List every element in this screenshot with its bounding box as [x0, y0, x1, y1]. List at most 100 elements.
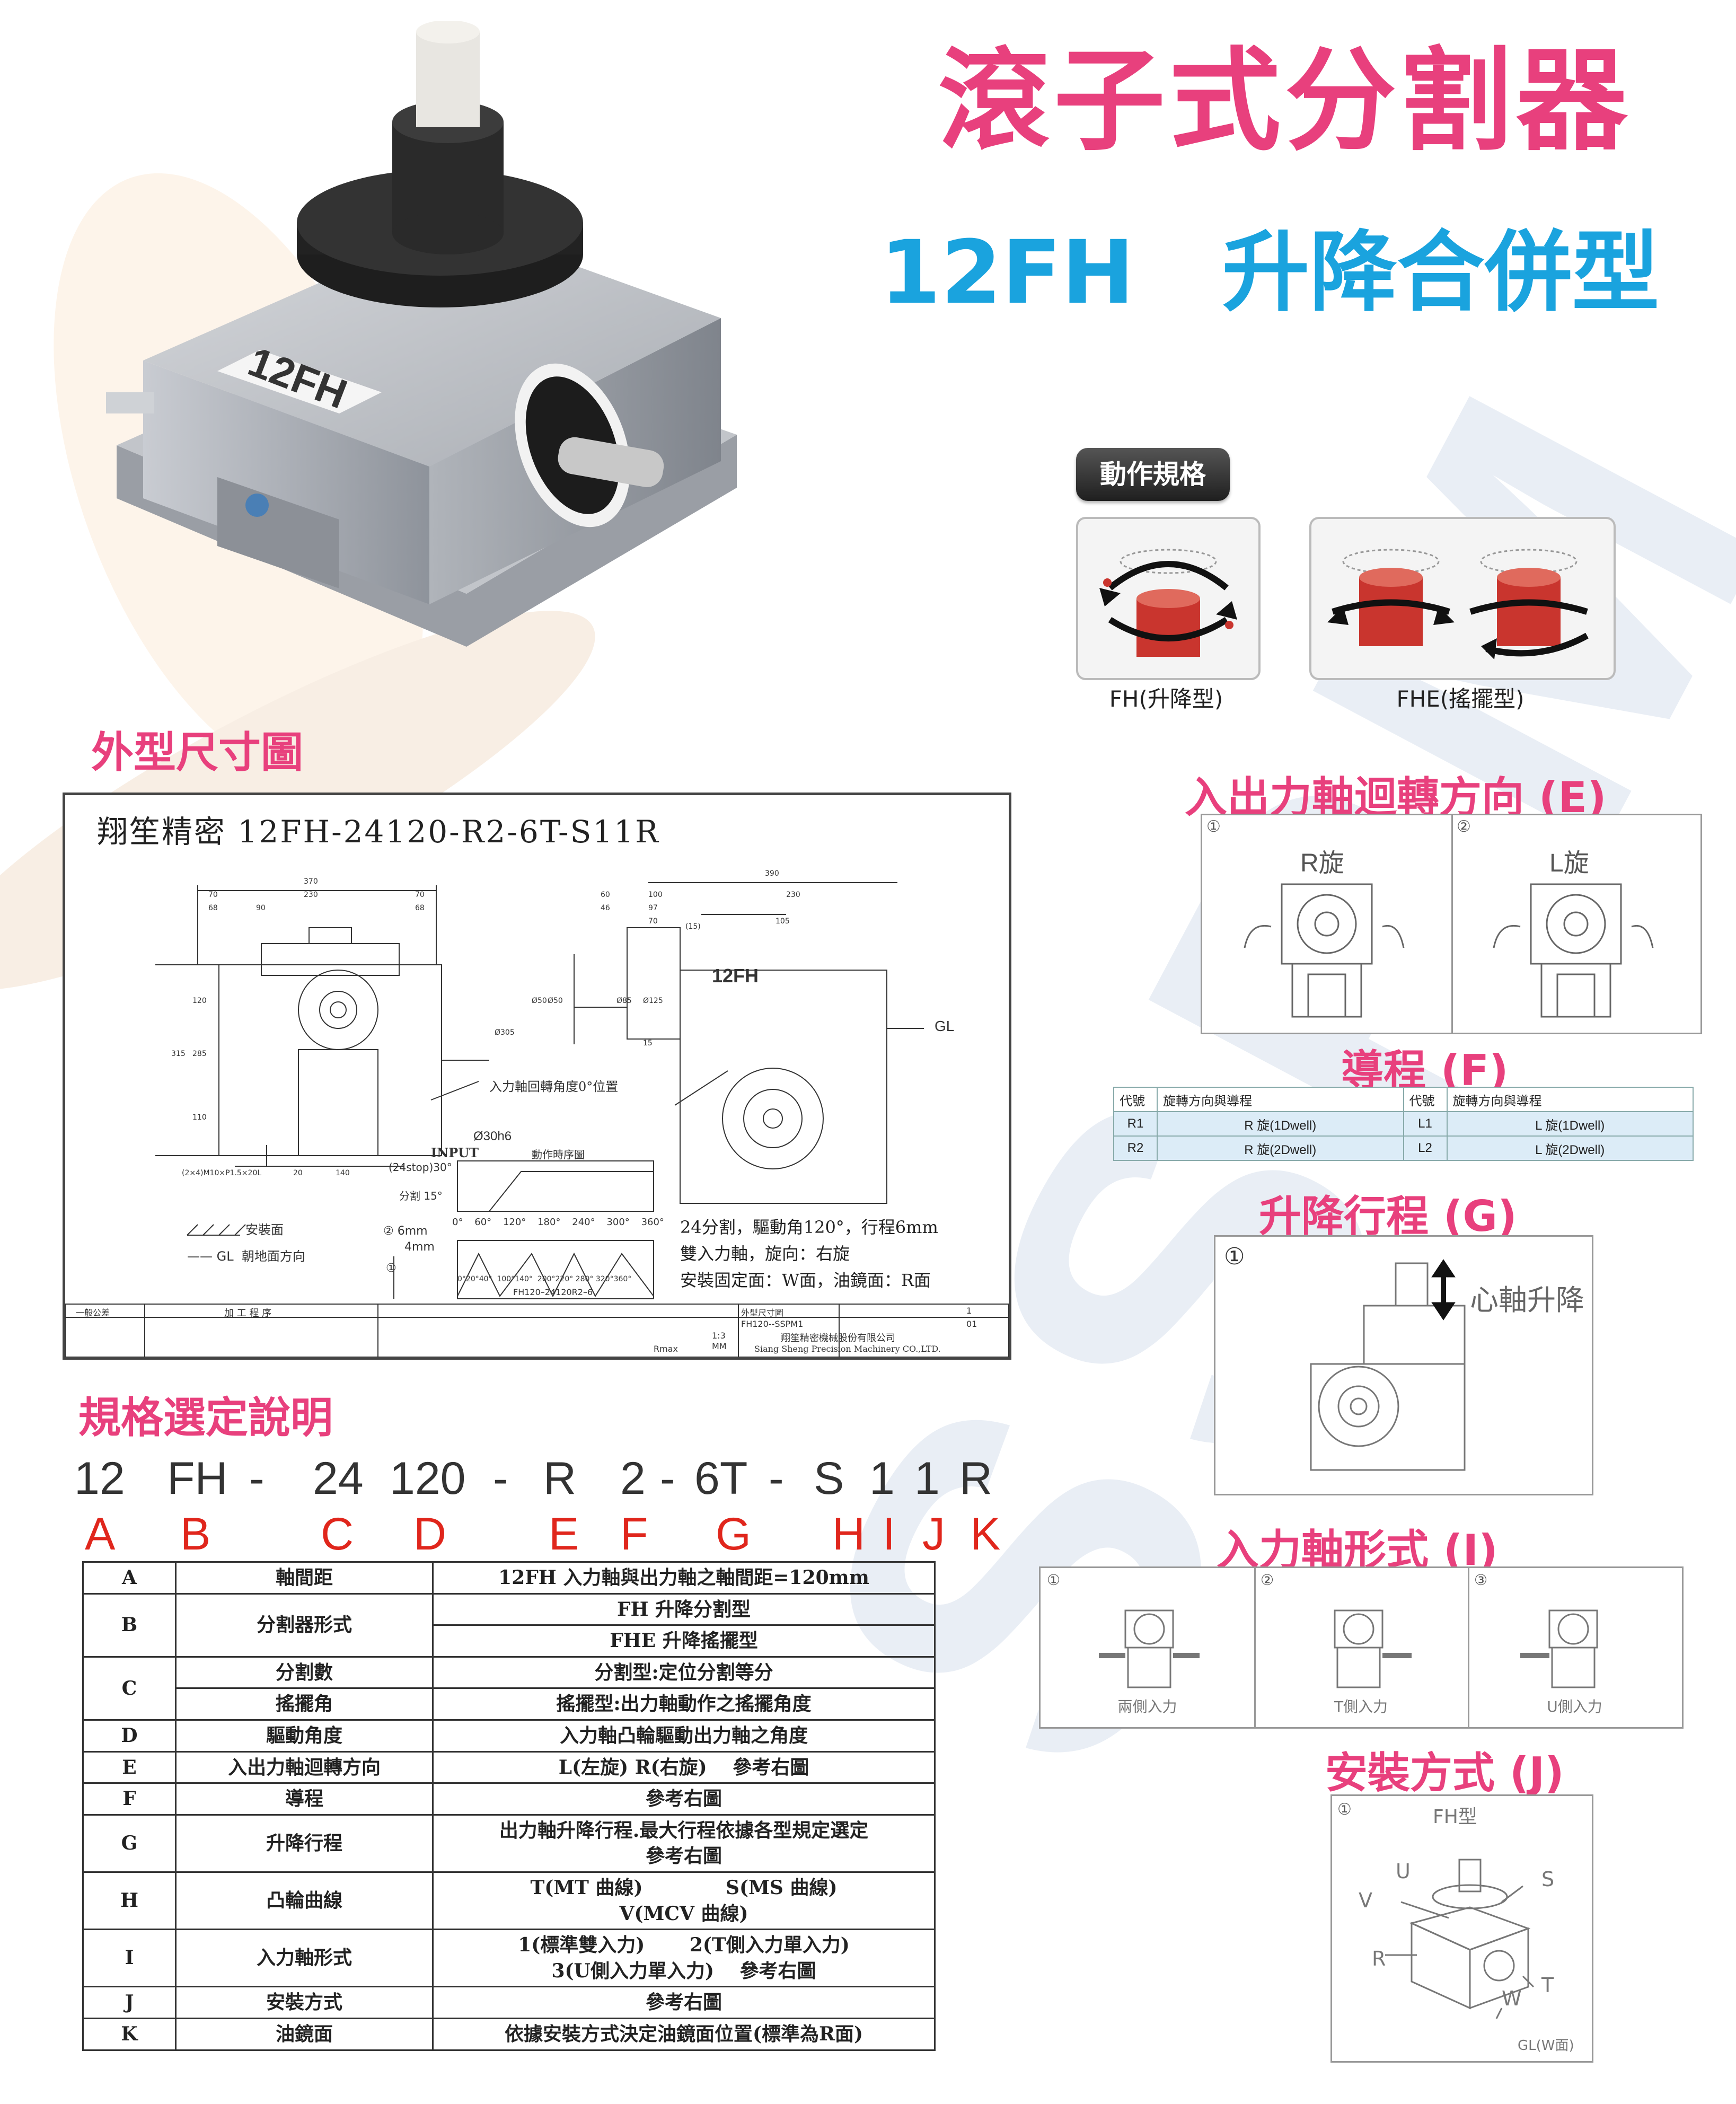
panel-divider — [1254, 1568, 1256, 1727]
code-letter: B — [180, 1509, 211, 1560]
table-row: R2 R 旋(2Dwell) L2 L 旋(2Dwell) — [1113, 1135, 1694, 1161]
table-row: J 安裝方式 參考右圖 — [82, 1986, 936, 2019]
spec-key: B — [82, 1592, 177, 1658]
lead-header: 旋轉方向與導程 — [1157, 1087, 1404, 1112]
dim-label: 230 — [786, 891, 800, 899]
input-option-number: ② — [1261, 1571, 1274, 1589]
table-row: 搖擺角 搖擺型:出力軸動作之搖擺角度 — [83, 1687, 936, 1721]
spec-desc: 參考右圖 — [432, 1782, 936, 1816]
quantity-value: 1 — [966, 1306, 972, 1316]
mounting-type: FH型 — [1433, 1806, 1477, 1828]
code-letter: C — [321, 1509, 354, 1560]
input-option-label: 兩側入力 — [1117, 1698, 1177, 1715]
mounting-panel: ① FH型 U S V R T W GL(W面) — [1330, 1794, 1593, 2063]
code-part: 2 — [620, 1453, 646, 1504]
spec-name: 安裝方式 — [175, 1986, 434, 2019]
spec-table: A 軸間距 12FH 入力軸與出力軸之軸間距=120mm B 分割器形式 FH … — [82, 1561, 936, 2051]
angle-tick: 240° — [572, 1217, 595, 1228]
spec-name: 入力軸形式 — [175, 1929, 434, 1988]
process-label: 加 工 程 序 — [224, 1308, 272, 1319]
dim-label: Ø125 — [643, 997, 663, 1005]
code-part: 12 — [74, 1453, 125, 1504]
face-label: T — [1541, 1974, 1554, 1997]
general-tolerance-label: 一般公差 — [76, 1308, 110, 1318]
drawing-gl-legend: —— GL 朝地面方向 — [187, 1249, 305, 1264]
lead-header: 代號 — [1403, 1087, 1448, 1112]
drawing-circled-1: ① — [386, 1262, 396, 1275]
angle-tick: 60° — [474, 1217, 492, 1228]
dim-label: 97 — [648, 904, 658, 912]
part-name: 外型尺寸圖 — [741, 1308, 784, 1318]
dim-label: 390 — [765, 869, 779, 878]
spec-key: F — [82, 1782, 177, 1816]
code-letter: E — [549, 1509, 579, 1560]
input-option-number: ③ — [1474, 1571, 1488, 1589]
drawing-spec-notes: 24分割，驅動角120°，行程6mm 雙入力軸，旋向：右旋 安裝固定面：W面，油… — [680, 1214, 938, 1293]
spec-desc: 依據安裝方式決定油鏡面位置(標準為R面) — [432, 2017, 936, 2051]
motion-option-fh[interactable] — [1076, 517, 1261, 680]
r-rotation-label: R旋 — [1300, 849, 1344, 877]
dim-label: 120 — [192, 997, 207, 1005]
lead-cell: L2 — [1403, 1135, 1448, 1161]
face-label: V — [1359, 1889, 1372, 1912]
dim-label: 230 — [304, 891, 318, 899]
spec-name: 凸輪曲線 — [175, 1871, 434, 1931]
code-letter: A — [85, 1509, 116, 1560]
spec-desc: V(MCV 曲線) — [619, 1902, 748, 1925]
code-part: - — [769, 1453, 784, 1504]
dim-label: 70 — [415, 891, 425, 899]
dim-label: 70 — [208, 891, 218, 899]
drawing-spec-line: 安裝固定面：W面，油鏡面：R面 — [680, 1270, 931, 1290]
company-name-en: Siang Sheng Precision Machinery CO.,LTD. — [754, 1344, 941, 1354]
rotation-panel: ① ② R旋 L旋 — [1201, 814, 1702, 1034]
angle-tick: 120° — [503, 1217, 526, 1228]
table-row: G 升降行程 出力軸升降行程.最大行程依據各型規定選定 參考右圖 — [82, 1814, 936, 1873]
table-row: R1 R 旋(1Dwell) L1 L 旋(1Dwell) — [1113, 1111, 1694, 1137]
drawing-stroke-6: ② 6mm — [383, 1225, 428, 1238]
drawing-model-plate: 12FH — [712, 965, 759, 987]
drawing-number: FH120–24120R2–6 — [513, 1287, 593, 1297]
spec-name: 油鏡面 — [175, 2017, 434, 2051]
table-row: C 分割數 分割型:定位分割等分 — [82, 1656, 936, 1721]
code-part: 120 — [390, 1453, 466, 1504]
drawing-spec-line: 24分割，驅動角120°，行程6mm — [680, 1217, 938, 1237]
dim-label: Ø85 — [616, 997, 632, 1005]
table-row: A 軸間距 12FH 入力軸與出力軸之軸間距=120mm — [82, 1561, 936, 1595]
page-title: 滾子式分割器 — [938, 36, 1632, 166]
table-row: FHE 升降搖擺型 — [83, 1624, 936, 1658]
spec-name: 搖擺角 — [175, 1687, 434, 1721]
angle-tick: 360° — [641, 1217, 664, 1228]
dim-label: 46 — [601, 904, 610, 912]
spec-name: 分割數 — [175, 1656, 434, 1689]
code-part: - — [249, 1453, 265, 1504]
spec-key: K — [82, 2017, 177, 2051]
motion-option-fhe[interactable] — [1309, 517, 1616, 680]
spec-key: G — [82, 1814, 177, 1873]
motion-caption-fhe: FHE(搖擺型) — [1396, 686, 1524, 712]
part-number: FH120--SSPM1 — [741, 1319, 804, 1329]
spec-desc: FH 升降分割型 — [432, 1592, 936, 1626]
spec-name: 導程 — [175, 1782, 434, 1816]
spec-name: 入出力軸迴轉方向 — [175, 1750, 434, 1784]
spec-desc: 1(標準雙入力) 2(T側入力單入力) — [518, 1934, 850, 1957]
motion-caption-fh: FH(升降型) — [1109, 686, 1223, 712]
drawing-title: 翔笙精密 12FH-24120-R2-6T-S11R — [97, 814, 660, 850]
face-label: U — [1396, 1860, 1411, 1883]
face-label: W — [1502, 1987, 1522, 2010]
dim-label: 60 — [601, 891, 610, 899]
drawing-index-label: 分割 15° — [399, 1190, 443, 1202]
code-part: R — [959, 1453, 993, 1504]
company-name-cn: 翔笙精密機械股份有限公司 — [781, 1333, 895, 1344]
face-label: S — [1541, 1868, 1555, 1891]
input-option-number: ① — [1047, 1571, 1061, 1589]
code-part: FH — [167, 1453, 228, 1504]
rotation-number-2: ② — [1457, 817, 1471, 836]
lead-cell: R2 — [1113, 1135, 1158, 1161]
spec-key: A — [82, 1561, 177, 1595]
code-letter: G — [716, 1509, 751, 1560]
product-image: 12FH — [85, 20, 774, 726]
dim-label: 20 — [293, 1169, 303, 1177]
code-letter: F — [620, 1509, 648, 1560]
dim-label: Ø305 — [495, 1028, 515, 1037]
drawing-input-label: INPUT — [431, 1145, 479, 1160]
